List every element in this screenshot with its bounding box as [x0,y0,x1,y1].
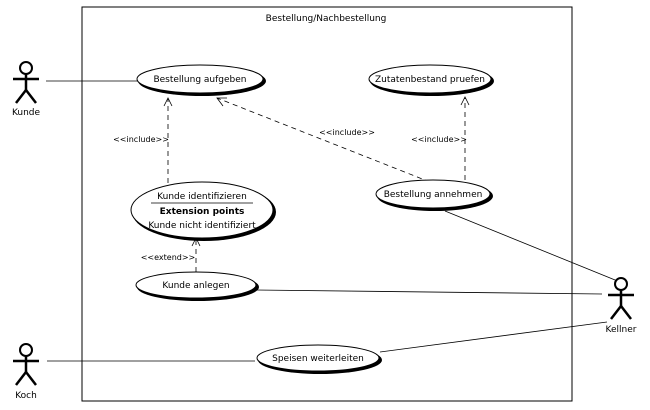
use-case-label: Zutatenbestand pruefen [375,75,485,85]
use-case-label: Kunde identifizieren [157,192,247,202]
include-arrowhead-left [163,97,173,107]
association-kunde-anlegen-kellner [255,289,603,295]
stick-figure-icon [13,343,39,386]
association-speisen-kellner [379,321,608,353]
include-label-middle: <<include>> [319,128,375,137]
actor-label: Koch [15,391,37,401]
actor-kellner: Kellner [606,277,637,335]
extend-label: <<extend>> [141,253,196,262]
use-case-label: Speisen weiterleiten [272,354,364,364]
use-case-bestellung-annehmen: Bestellung annehmen [375,179,493,211]
actor-label: Kellner [606,325,637,335]
actor-koch: Koch [13,343,39,401]
include-annehmen-aufgeben [216,97,431,183]
use-case-kunde-identifizieren: Kunde identifizieren Extension points Ku… [130,181,276,241]
extension-point-item: Kunde nicht identifiziert [148,221,256,231]
actor-kunde: Kunde [12,61,41,118]
use-case-label: Kunde anlegen [162,281,229,291]
association-bestellung-annehmen-kellner [444,210,621,283]
extension-points-header: Extension points [160,207,245,217]
stick-figure-icon [13,61,39,104]
use-case-label: Bestellung annehmen [384,190,483,200]
use-case-label: Bestellung aufgeben [153,75,246,85]
system-title: Bestellung/Nachbestellung [266,14,387,24]
use-case-kunde-anlegen: Kunde anlegen [135,271,259,301]
include-label-left: <<include>> [113,135,169,144]
use-case-zutatenbestand-pruefen: Zutatenbestand pruefen [368,64,494,96]
actor-label: Kunde [12,108,41,118]
include-arrowhead-middle [216,97,227,107]
include-arrowhead-right [460,96,470,106]
include-label-right: <<include>> [411,135,467,144]
stick-figure-icon [608,277,634,320]
use-case-speisen-weiterleiten: Speisen weiterleiten [256,344,382,374]
use-case-bestellung-aufgeben: Bestellung aufgeben [136,64,266,96]
